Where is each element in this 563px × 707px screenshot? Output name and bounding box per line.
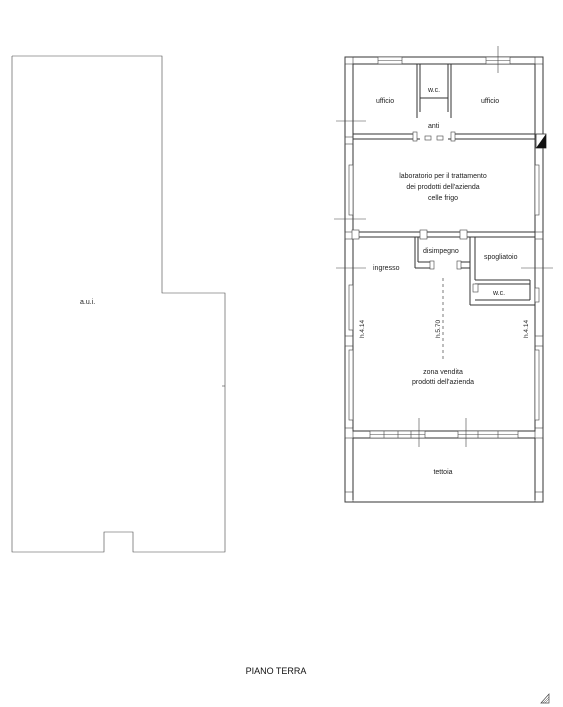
label-height-right: h.4.14 [523,320,530,338]
label-wc-small: w.c. [492,290,505,297]
top-windows [377,56,511,65]
entrance-marker [535,133,547,149]
building-plan: ufficio w.c. ufficio anti laboratorio pe… [334,46,553,503]
label-lab-line3: celle frigo [428,195,458,202]
aui-label: a.u.i. [80,299,95,306]
label-zona-line1: zona vendita [423,369,463,376]
label-zona-line2: prodotti dell'azienda [412,379,474,386]
corner-mark-icon [540,693,550,704]
lab-walls [351,229,535,240]
label-height-center: h.5.70 [435,320,442,338]
disimpegno-walls [414,237,470,270]
spogliatoio-walls [469,237,535,306]
outer-wall [344,56,544,503]
aui-outline [11,55,226,553]
label-wc-top: w.c. [427,87,440,94]
label-disimpegno: disimpegno [423,248,459,255]
floor-title: PIANO TERRA [246,666,307,676]
label-tettoia: tettoia [433,469,452,476]
label-ufficio-left: ufficio [376,98,394,105]
label-ufficio-right: ufficio [481,98,499,105]
label-anti: anti [428,123,440,130]
label-lab-line1: laboratorio per il trattamento [399,173,487,180]
label-ingresso: ingresso [373,265,400,272]
office-walls [353,64,535,142]
bottom-windows [353,430,535,439]
label-height-left: h.4.14 [359,320,366,338]
left-windows [348,164,354,421]
label-lab-line2: dei prodotti dell'azienda [406,184,479,191]
label-spogliatoio: spogliatoio [484,254,518,261]
aui-block: a.u.i. [11,55,226,553]
right-windows [534,164,540,421]
